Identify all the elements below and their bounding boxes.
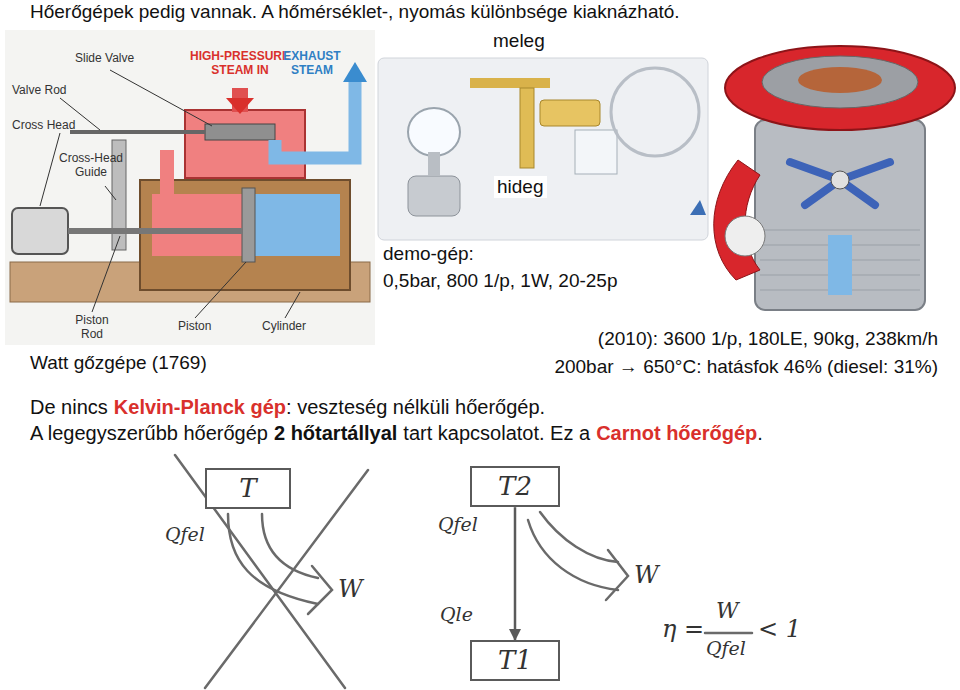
- formula-part: W: [716, 598, 739, 623]
- glass-cylinder: [575, 130, 617, 174]
- spec-text: 200bar → 650°C: hatásfok 46% (diesel: 31…: [554, 356, 938, 378]
- spec-text: demo-gép:: [383, 243, 474, 265]
- heat-label: Qle: [440, 604, 473, 626]
- work-label: W: [634, 562, 659, 590]
- cold-label: hideg: [494, 176, 547, 198]
- steam-engine-drawing: [5, 30, 375, 345]
- part-name: Piston: [178, 320, 211, 334]
- reservoir-box: T2: [470, 466, 560, 507]
- cross-head: [12, 208, 68, 254]
- exhaust-arrow: [343, 62, 367, 82]
- formula-part: Qfel: [706, 638, 746, 660]
- sentence-part: .: [757, 422, 763, 445]
- inlet-arrow: [226, 98, 254, 114]
- text-line: De nincs Kelvin-Planck gép: veszteség nél…: [30, 396, 545, 419]
- sentence-part: Carnot hőerőgép: [596, 422, 757, 445]
- heater-coil: [798, 67, 882, 93]
- radial-pistons: [790, 162, 890, 205]
- part-name: Cylinder: [262, 320, 306, 334]
- steam-port: [160, 150, 174, 196]
- heat-label: Qfel: [438, 514, 478, 536]
- formula-part: η =: [662, 616, 704, 644]
- work-curve: [528, 520, 618, 590]
- engine-housing: [755, 120, 925, 310]
- engine-ground: [5, 30, 375, 345]
- reservoir-box: T: [205, 468, 291, 509]
- demo-base-plate: [378, 58, 708, 240]
- head-plate: [762, 56, 918, 108]
- brass-column: [520, 88, 534, 168]
- modern-engine-drawing: [714, 46, 955, 310]
- exhaust-pipe: [275, 78, 355, 158]
- logo-mark: [690, 200, 706, 215]
- exhaust-chamber: [255, 194, 340, 256]
- heat-to-work-curve: [262, 514, 318, 578]
- flywheel: [611, 68, 699, 156]
- spec-text: 0,5bar, 800 1/p, 1W, 20-25p: [383, 270, 618, 292]
- slide-title: Hőerőgépek pedig vannak. A hőmérséklet-,…: [30, 1, 680, 23]
- formula-part: < 1: [758, 616, 801, 644]
- heat-label: Qfel: [165, 524, 205, 546]
- sentence-part: : veszteség nélküli hőerőgép.: [286, 396, 545, 419]
- spec-text: (2010): 3600 1/p, 180LE, 90kg, 238km/h: [598, 328, 938, 350]
- work-arrowhead: [606, 550, 628, 600]
- heat-to-work-curve: [228, 514, 318, 604]
- brass-arm: [470, 78, 550, 88]
- text-line: A legegyszerűbb hőerőgép 2 hőtartállyal ta…: [30, 422, 763, 445]
- work-label: W: [338, 576, 363, 604]
- flow-label: EXHAUST STEAM: [282, 50, 342, 78]
- part-name: Piston Rod: [66, 314, 118, 342]
- sentence-part: A legegyszerűbb hőerőgép: [30, 422, 268, 445]
- cross-out-line: [175, 455, 345, 688]
- flask-neck: [428, 152, 440, 176]
- cooler: [828, 235, 852, 295]
- box-text: T2: [498, 471, 532, 501]
- work-arrowhead: [308, 566, 332, 614]
- demo-engine-photo: [378, 58, 708, 240]
- fan: [725, 216, 765, 256]
- part-name: Cross Head: [12, 119, 75, 133]
- leader-lines: [40, 70, 300, 318]
- caption-text: Watt gőzgépe (1769): [30, 352, 207, 374]
- fraction-bar: [705, 632, 752, 635]
- flow-label: HIGH-PRESSURE STEAM IN: [185, 50, 295, 78]
- heat-flow-arrow: [514, 507, 517, 640]
- hot-label: meleg: [490, 30, 548, 52]
- sentence-part: tart kapcsolatot. Ez a: [403, 422, 590, 445]
- box-text: T: [239, 473, 256, 503]
- cylinder-block: [140, 180, 350, 290]
- box-text: T1: [498, 645, 532, 675]
- sentence-part: De nincs: [30, 396, 108, 419]
- part-name: Valve Rod: [12, 84, 66, 98]
- piston-rod: [68, 228, 242, 234]
- hand-sketch: [175, 455, 752, 688]
- part-name: Cross-Head Guide: [56, 152, 126, 180]
- slide-valve: [205, 124, 275, 140]
- steam-chamber: [152, 194, 242, 256]
- part-name: Slide Valve: [75, 52, 134, 66]
- brass-crank: [540, 100, 600, 126]
- piston: [242, 188, 255, 262]
- burner: [408, 176, 460, 216]
- valve-rod: [70, 130, 205, 134]
- sentence-part: Kelvin-Planck gép: [114, 396, 286, 419]
- work-curve: [540, 512, 618, 562]
- valve-chest: [185, 110, 305, 178]
- reservoir-box: T1: [470, 640, 560, 681]
- sentence-part: 2 hőtartállyal: [274, 422, 397, 445]
- hot-head-ring: [725, 46, 955, 130]
- glass-flask: [408, 108, 460, 156]
